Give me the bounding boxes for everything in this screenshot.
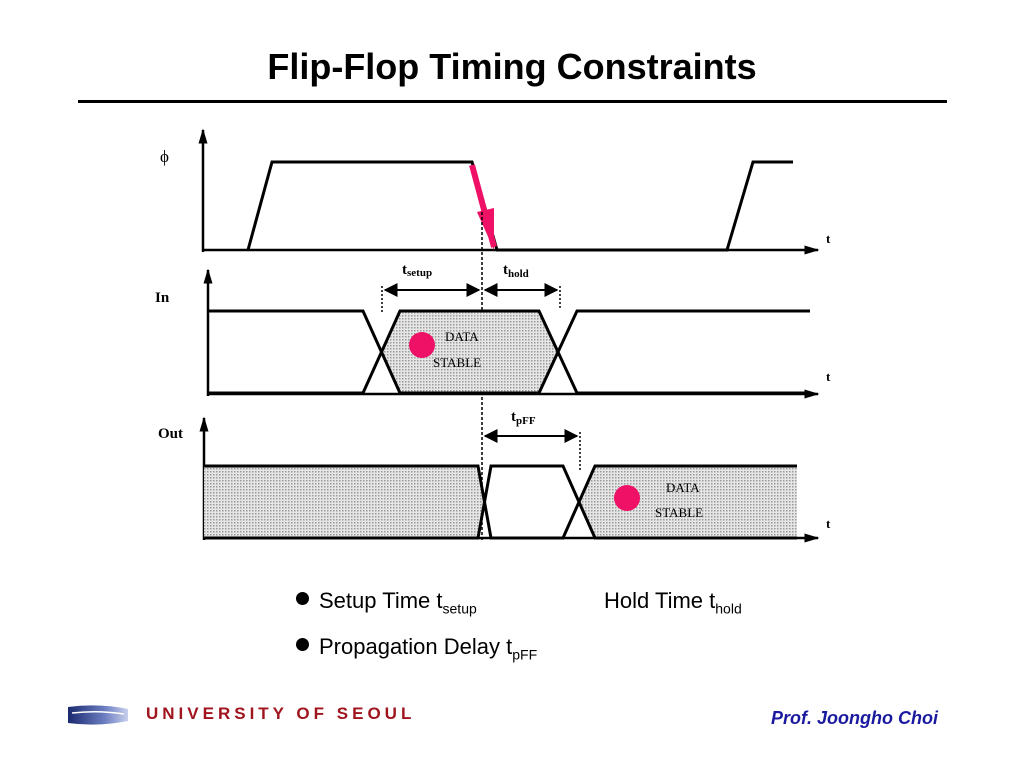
out-stable-shade-right <box>580 466 797 538</box>
bullet-list: Setup Time tsetup Hold Time thold Propag… <box>296 588 742 680</box>
out-label: Out <box>158 426 183 442</box>
clock-arrow-head <box>477 208 494 250</box>
out-waveform-low <box>204 464 797 540</box>
out-waveform-high <box>204 464 797 540</box>
in-data-stable-line1: DATA <box>445 329 479 344</box>
bullet-row-1: Setup Time tsetup Hold Time thold <box>296 588 742 634</box>
in-waveform-low <box>208 309 810 395</box>
out-panel <box>199 416 820 543</box>
title-rule <box>78 100 947 103</box>
out-stable-marker <box>614 485 640 511</box>
clock-panel <box>198 128 820 255</box>
in-stable-marker <box>409 332 435 358</box>
bullet-row-2: Propagation Delay tpFF <box>296 634 537 680</box>
university-logo-icon <box>68 705 128 725</box>
setup-time-bullet: Setup Time tsetup <box>319 588 477 617</box>
hold-time-bullet: Hold Time thold <box>604 588 742 617</box>
setup-time-label: tsetup <box>402 262 432 279</box>
in-data-stable-line2: STABLE <box>433 355 481 370</box>
university-name: UNIVERSITY OF SEOUL <box>146 704 416 723</box>
in-panel <box>203 268 820 399</box>
in-stable-shade <box>382 311 557 393</box>
out-data-stable-line1: DATA <box>666 480 700 495</box>
hold-time-label: thold <box>503 262 529 280</box>
propagation-delay-label: tpFF <box>511 409 536 427</box>
in-axis-t-label: t <box>826 369 831 384</box>
in-waveform-high <box>208 309 810 395</box>
in-label: In <box>155 290 170 306</box>
out-axis-t-label: t <box>826 516 831 531</box>
bullet-dot <box>296 638 309 651</box>
out-stable-shade-left <box>204 466 484 538</box>
propagation-delay-bullet: Propagation Delay tpFF <box>319 634 538 663</box>
clock-axis-t-label: t <box>826 231 831 246</box>
author-name: Prof. Joongho Choi <box>771 708 938 728</box>
slide-title: Flip-Flop Timing Constraints <box>267 46 757 87</box>
clock-label: ϕ <box>160 147 169 166</box>
out-data-stable-line2: STABLE <box>655 505 703 520</box>
bullet-dot <box>296 592 309 605</box>
clock-waveform <box>246 160 793 252</box>
